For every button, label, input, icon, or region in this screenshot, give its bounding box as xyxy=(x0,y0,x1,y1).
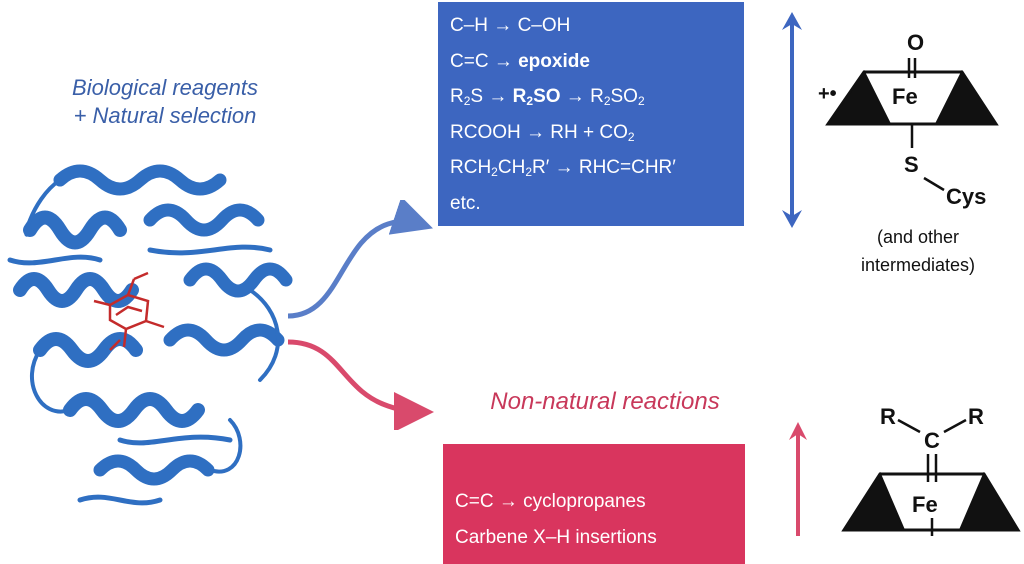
natural-reaction: R2S → R2SO → R2SO2 xyxy=(450,79,732,115)
radical-cation-charge: +• xyxy=(818,83,837,105)
natural-reaction-part: R xyxy=(512,86,527,107)
heme-group xyxy=(93,271,165,351)
natural-reaction-part: epoxide xyxy=(518,50,590,72)
non-natural-reaction: C=C → cyclopropanes xyxy=(455,484,733,520)
natural-reaction-part: 2 xyxy=(463,94,471,108)
natural-reaction-part: RCH xyxy=(450,157,492,178)
biological-label-line2: + Natural selection xyxy=(73,103,257,128)
non-natural-pathway-arrow xyxy=(287,339,434,430)
carbene-r-left: R xyxy=(880,404,896,429)
natural-reaction-part: SO xyxy=(533,86,561,107)
equilibrium-double-arrow xyxy=(782,12,802,228)
natural-reaction: etc. xyxy=(450,186,732,222)
natural-reaction: C=C → epoxide xyxy=(450,44,732,80)
cysteine-ligand: Cys xyxy=(946,184,986,209)
natural-reaction-part: R′ → RHC=CHR′ xyxy=(532,157,676,178)
red-up-arrow xyxy=(789,422,807,536)
natural-reaction-part: 2 xyxy=(491,165,498,179)
carbene-carbon: C xyxy=(924,428,940,453)
natural-reaction: C–H → C–OH xyxy=(450,8,732,44)
natural-reaction-part: 2 xyxy=(627,129,635,144)
porphyrin-plane-icon xyxy=(825,69,999,126)
natural-reaction-part: etc. xyxy=(450,192,481,214)
oxygen-atom: O xyxy=(907,30,924,55)
natural-reaction-part: SO xyxy=(610,86,638,107)
protein-structure-illustration xyxy=(7,164,293,506)
sulfur-atom: S xyxy=(904,152,919,177)
natural-reaction-part: 2 xyxy=(603,94,611,108)
natural-reaction-part: 2 xyxy=(526,94,534,108)
natural-reaction: RCOOH → RH + CO2 xyxy=(450,115,732,151)
intermediates-note: (and other intermediates) xyxy=(818,223,1018,279)
carbene-porphyrin-plane-icon xyxy=(841,471,1021,532)
natural-reaction-part: → R xyxy=(560,86,604,107)
natural-reaction-part: S → xyxy=(470,86,513,107)
natural-reaction-part: R xyxy=(450,86,464,107)
natural-reaction-part: RCOOH → RH + CO xyxy=(450,121,628,143)
natural-reaction: RCH2CH2R′ → RHC=CHR′ xyxy=(450,150,732,186)
natural-reaction-part: CH xyxy=(497,157,526,178)
pathway-arrows xyxy=(287,200,434,430)
non-natural-reaction-part: C=C → cyclopropanes xyxy=(455,491,646,512)
iron-atom: Fe xyxy=(892,84,918,109)
carbene-iron-atom: Fe xyxy=(912,492,938,517)
biological-reagents-label: Biological reagents + Natural selection xyxy=(40,74,290,130)
non-natural-reactions-label: Non-natural reactions xyxy=(490,388,720,415)
natural-pathway-arrow xyxy=(287,200,433,319)
intermediates-note-line2: intermediates) xyxy=(860,255,976,275)
natural-reaction-part: 2 xyxy=(637,94,645,108)
non-natural-reaction: Carbene X–H insertions xyxy=(455,520,733,556)
natural-reaction-part: 2 xyxy=(525,165,532,179)
iron-oxo-structure: O +• Fe S Cys xyxy=(818,30,999,209)
non-natural-reaction-part: Carbene X–H insertions xyxy=(455,526,657,548)
biological-label-line1: Biological reagents xyxy=(72,75,258,100)
natural-reaction-part: C–H → C–OH xyxy=(450,15,571,36)
intermediates-note-line1: (and other xyxy=(876,227,960,247)
carbene-r-right: R xyxy=(968,404,984,429)
protein-ribbon xyxy=(7,164,293,506)
natural-reaction-part: C=C → xyxy=(450,50,519,72)
iron-carbene-structure: R R C Fe xyxy=(841,404,1021,536)
